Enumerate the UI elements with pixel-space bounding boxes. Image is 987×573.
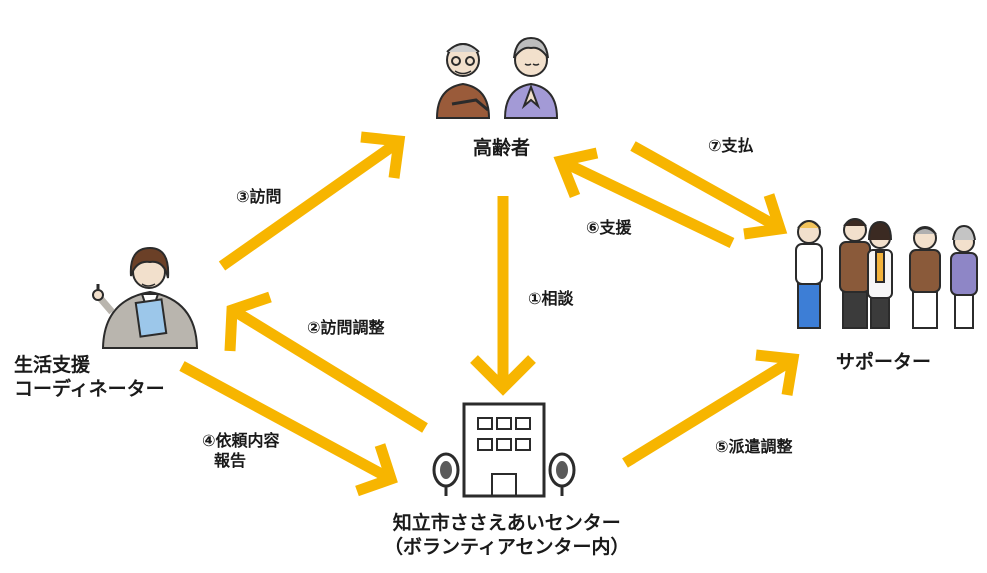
center-building-illustration	[432, 402, 576, 498]
arrow-visit	[218, 131, 406, 271]
arrow-request-report	[179, 361, 398, 497]
edge-request-report-line2: 報告	[214, 451, 247, 470]
arrow-consult	[470, 196, 536, 396]
arrows	[179, 131, 800, 497]
edge-request-report-label: ④依頼内容 報告	[202, 431, 280, 471]
edge-visit-label: ③訪問	[236, 187, 282, 206]
edge-consult-label: ①相談	[528, 289, 574, 308]
elderly-couple-illustration	[435, 36, 559, 119]
node-coordinator-line1: 生活支援	[14, 354, 91, 376]
arrow-visit-arrange	[224, 291, 428, 433]
edge-visit-arrange-label: ②訪問調整	[307, 318, 385, 337]
node-coordinator-line2: コーディネーター	[14, 377, 165, 400]
node-elderly-label: 高齢者	[473, 137, 531, 159]
arrow-support	[553, 147, 735, 248]
supporters-illustration	[795, 218, 978, 329]
node-coordinator-label: 生活支援 コーディネーター	[14, 354, 165, 402]
edge-dispatch-arrange-label: ⑤派遣調整	[715, 437, 793, 456]
node-center-label: 知立市ささえあいセンター （ボランティアセンター内）	[384, 512, 629, 560]
node-center-line1: 知立市ささえあいセンター	[392, 512, 621, 534]
edge-request-report-line1: ④依頼内容	[202, 431, 280, 450]
node-supporters-label: サポーター	[836, 351, 932, 373]
edge-support-label: ⑥支援	[586, 218, 632, 237]
arrow-dispatch-arrange	[622, 349, 800, 468]
coordinator-illustration	[92, 246, 199, 349]
node-center-line2: （ボランティアセンター内）	[384, 535, 630, 558]
edge-payment-label: ⑦支払	[708, 136, 754, 155]
arrow-payment	[630, 141, 788, 240]
